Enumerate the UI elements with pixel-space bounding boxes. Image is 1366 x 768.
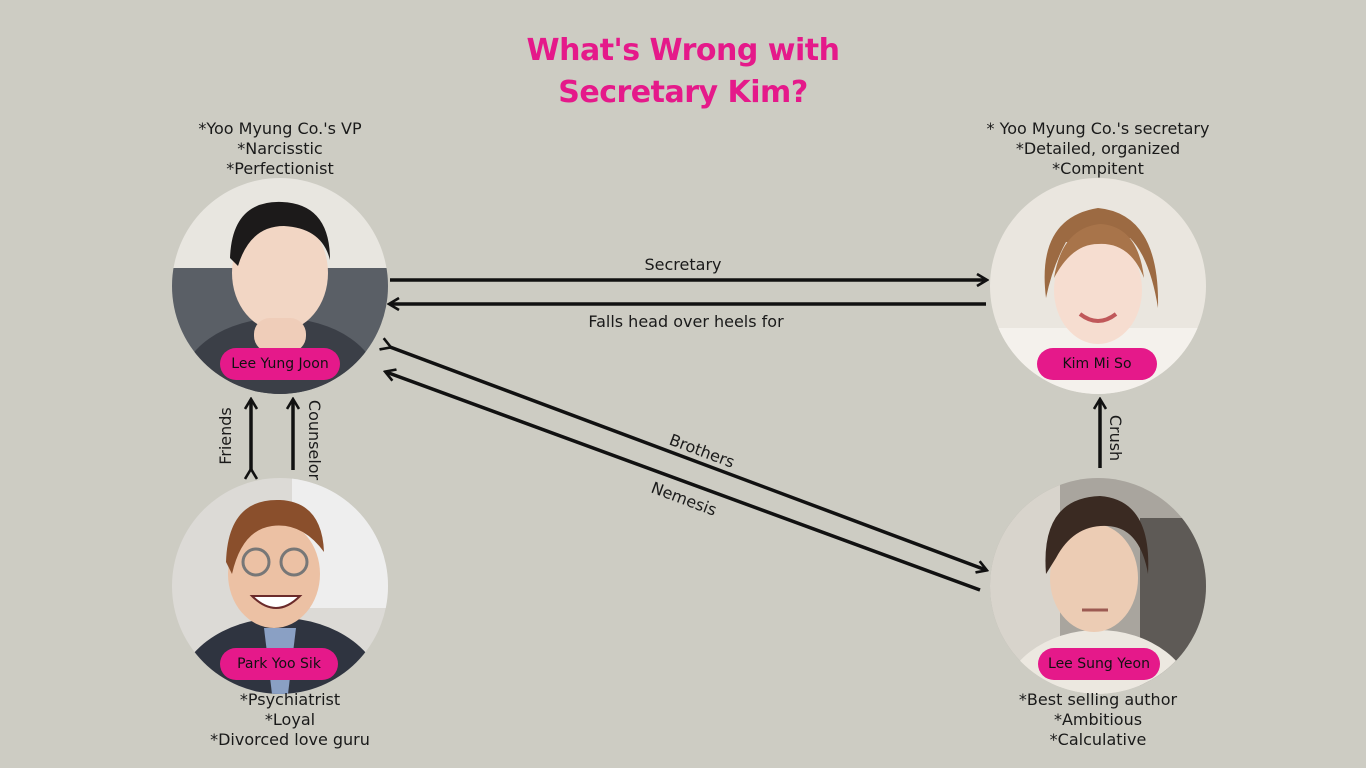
trait: *Ambitious (1053, 710, 1143, 729)
trait: *Loyal (264, 710, 316, 729)
avatar-park-yoo-sik (172, 478, 388, 694)
trait: *Perfectionist (226, 159, 334, 178)
traits-park-yoo-sik: *Psychiatrist *Loyal *Divorced love guru (110, 690, 470, 750)
traits-kim-mi-so: * Yoo Myung Co.'s secretary *Detailed, o… (918, 119, 1278, 179)
trait: *Calculative (1049, 730, 1147, 749)
trait: *Yoo Myung Co.'s VP (198, 119, 362, 138)
edge-brothers (390, 347, 986, 570)
name-badge-kim-mi-so: Kim Mi So (1037, 348, 1157, 380)
trait: *Divorced love guru (210, 730, 370, 749)
edge-label-friends: Friends (216, 407, 235, 465)
edge-label-nemesis: Nemesis (649, 478, 720, 520)
traits-lee-sung-yeon: *Best selling author *Ambitious *Calcula… (918, 690, 1278, 750)
avatar-kim-mi-so (990, 178, 1206, 394)
trait: *Narcisstic (237, 139, 323, 158)
name-badge-lee-sung-yeon: Lee Sung Yeon (1038, 648, 1160, 680)
trait: *Best selling author (1018, 690, 1178, 709)
traits-lee-yung-joon: *Yoo Myung Co.'s VP *Narcisstic *Perfect… (100, 119, 460, 179)
trait: *Detailed, organized (1015, 139, 1181, 158)
edge-nemesis (386, 372, 981, 592)
trait: *Compitent (1052, 159, 1144, 178)
edge-label-counselor: Counselor (305, 400, 324, 481)
trait: * Yoo Myung Co.'s secretary (986, 119, 1210, 138)
name-badge-lee-yung-joon: Lee Yung Joon (220, 348, 340, 380)
trait: *Psychiatrist (239, 690, 341, 709)
edge-label-falls-head-over-heels: Falls head over heels for (588, 312, 784, 331)
edge-label-secretary: Secretary (645, 255, 722, 274)
diagram-title: What's Wrong with Secretary Kim? (526, 33, 840, 110)
name-badge-park-yoo-sik: Park Yoo Sik (220, 648, 338, 680)
edge-label-crush: Crush (1106, 415, 1125, 461)
